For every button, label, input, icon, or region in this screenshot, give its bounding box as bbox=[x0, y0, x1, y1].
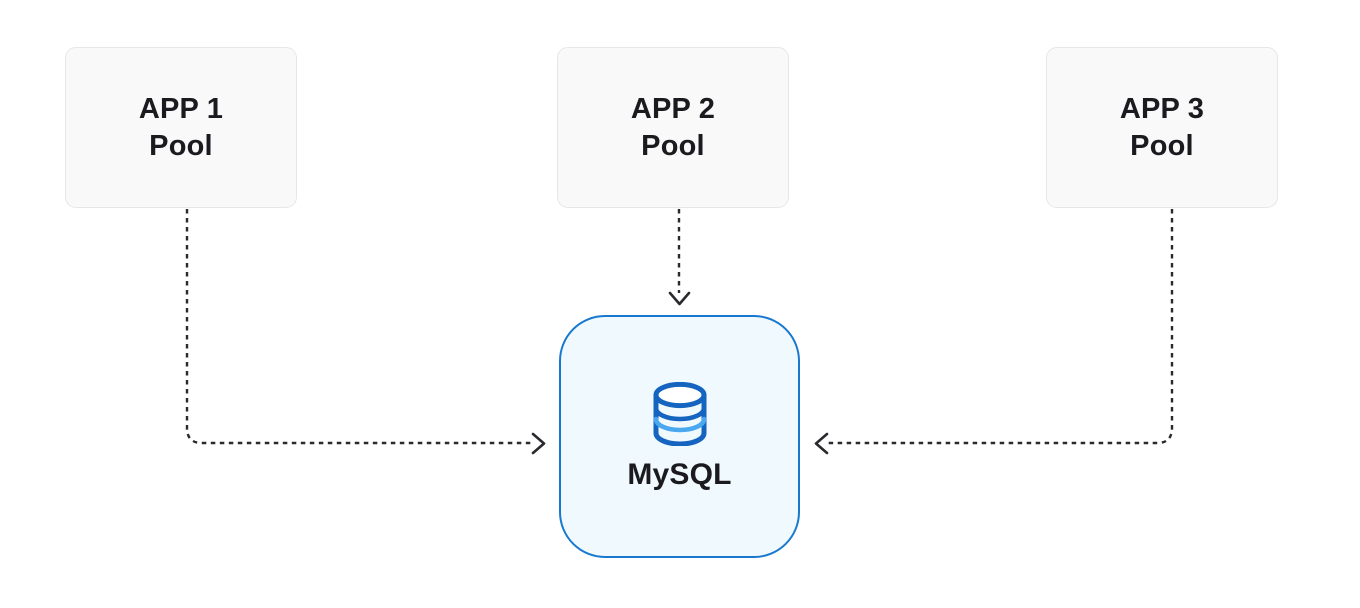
arrowhead-right-icon bbox=[531, 432, 546, 455]
database-cylinder-icon bbox=[653, 381, 706, 446]
edge-app2-mysql bbox=[668, 209, 691, 306]
node-mysql-label: MySQL bbox=[627, 457, 732, 491]
node-app2-line1: APP 2 bbox=[630, 92, 716, 125]
node-app1-line1: APP 1 bbox=[138, 92, 224, 125]
node-app3-line1: APP 3 bbox=[1119, 92, 1205, 125]
node-app2-line2: Pool bbox=[641, 129, 705, 162]
arrowhead-down-icon bbox=[668, 291, 691, 306]
node-app3-line2: Pool bbox=[1130, 129, 1194, 162]
node-app1-line2: Pool bbox=[149, 129, 213, 162]
node-app2-pool[interactable]: APP 2 Pool bbox=[557, 47, 789, 208]
edge-app1-mysql bbox=[185, 209, 546, 455]
node-mysql[interactable]: MySQL bbox=[559, 315, 800, 558]
node-app1-pool[interactable]: APP 1 Pool bbox=[65, 47, 297, 208]
edge-app3-mysql bbox=[814, 209, 1174, 455]
node-app3-pool[interactable]: APP 3 Pool bbox=[1046, 47, 1278, 208]
arrowhead-left-icon bbox=[814, 432, 829, 455]
